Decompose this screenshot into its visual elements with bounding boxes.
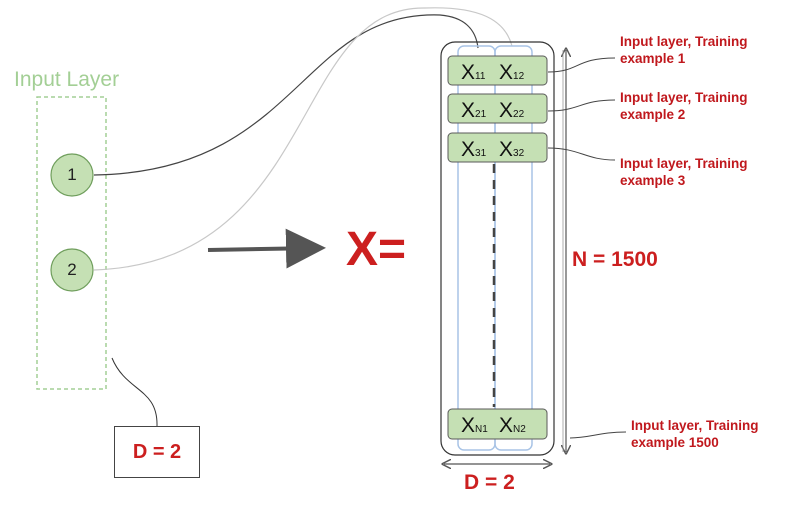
cell-x12: X12 [499, 62, 524, 83]
cell-xn1-base: X [461, 414, 476, 437]
cell-xn1-sub: N1 [475, 424, 488, 435]
annotation-example-2-line2: example 2 [620, 107, 686, 122]
annotation-example-1-line1: Input layer, Training [620, 34, 748, 49]
input-node-2 [50, 248, 94, 292]
annotation-example-1500-line1: Input layer, Training [631, 418, 759, 433]
cell-x21-base: X [461, 99, 476, 122]
input-node-2-label: 2 [67, 260, 77, 279]
annotation-4-leader [569, 431, 627, 439]
annotation-example-3: Input layer, Training example 3 [620, 155, 748, 189]
matrix-outline [440, 41, 555, 456]
matrix-row-1 [447, 55, 548, 86]
matrix-row-3 [447, 132, 548, 163]
cell-xn2: XN2 [499, 415, 526, 436]
annotation-example-2-line1: Input layer, Training [620, 90, 748, 105]
transform-arrow [207, 228, 326, 269]
cell-x21-sub: 21 [475, 109, 487, 120]
annotation-example-1500: Input layer, Training example 1500 [631, 417, 759, 451]
cell-x12-base: X [499, 61, 514, 84]
input-node-1-label: 1 [67, 165, 77, 184]
annotation-example-2: Input layer, Training example 2 [620, 89, 748, 123]
cell-x31-sub: 31 [475, 148, 487, 159]
cell-xn2-base: X [499, 414, 514, 437]
matrix-row-n [447, 408, 548, 440]
annotation-3-leader [547, 147, 616, 161]
cell-x12-sub: 12 [513, 71, 525, 82]
annotation-example-1-line2: example 1 [620, 51, 686, 66]
cell-x22-sub: 22 [513, 109, 525, 120]
input-layer-title: Input Layer [14, 68, 120, 91]
node1-to-column1-curve [93, 14, 479, 176]
d-dimension-label: D = 2 [464, 471, 515, 494]
cell-x32-sub: 32 [513, 148, 525, 159]
input-node-1 [50, 153, 94, 197]
matrix-x-equals: X= [346, 223, 407, 276]
annotation-1-leader [547, 57, 616, 73]
cell-x22: X22 [499, 100, 524, 121]
cell-x31: X31 [461, 139, 486, 160]
annotation-example-1500-line2: example 1500 [631, 435, 719, 450]
node2-to-column2-curve [93, 7, 513, 271]
n-dimension-label: N = 1500 [572, 248, 658, 271]
annotation-2-leader [547, 99, 616, 112]
cell-xn1: XN1 [461, 415, 488, 436]
annotation-example-3-line1: Input layer, Training [620, 156, 748, 171]
cell-x32-base: X [499, 138, 514, 161]
annotation-example-1: Input layer, Training example 1 [620, 33, 748, 67]
annotation-example-3-line2: example 3 [620, 173, 686, 188]
cell-xn2-sub: N2 [513, 424, 526, 435]
cell-x22-base: X [499, 99, 514, 122]
matrix-row-2 [447, 93, 548, 124]
dimension-d-box-label: D = 2 [132, 440, 182, 463]
cell-x31-base: X [461, 138, 476, 161]
input-layer-box [36, 96, 107, 390]
cell-x11: X11 [461, 62, 485, 83]
dimension-d-box: D = 2 [114, 426, 200, 478]
d-box-connector [111, 357, 158, 427]
cell-x11-base: X [461, 61, 476, 84]
cell-x21: X21 [461, 100, 486, 121]
cell-x32: X32 [499, 139, 524, 160]
cell-x11-sub: 11 [475, 71, 486, 82]
